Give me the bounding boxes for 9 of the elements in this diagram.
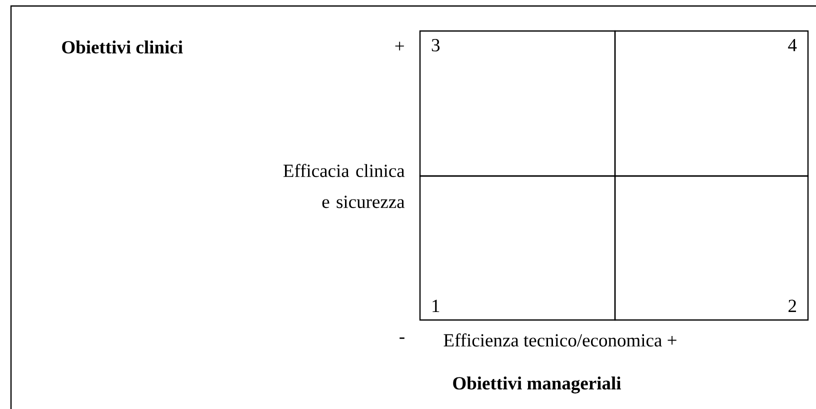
axis-sign: - [400, 337, 404, 339]
quadrant-cell: 2 [614, 175, 809, 321]
axis-title: Obiettivi manageriali [453, 376, 621, 394]
axis-label: Efficacia clinica e sicurezza [283, 164, 405, 208]
axis-title: Obiettivi clinici [62, 40, 183, 54]
axis-label: Efficienza tecnico/economica + [444, 333, 676, 347]
quadrant-cell: 4 [614, 30, 809, 177]
quadrant-cell: 3 [419, 30, 616, 177]
quadrant-cell: 1 [419, 175, 616, 321]
